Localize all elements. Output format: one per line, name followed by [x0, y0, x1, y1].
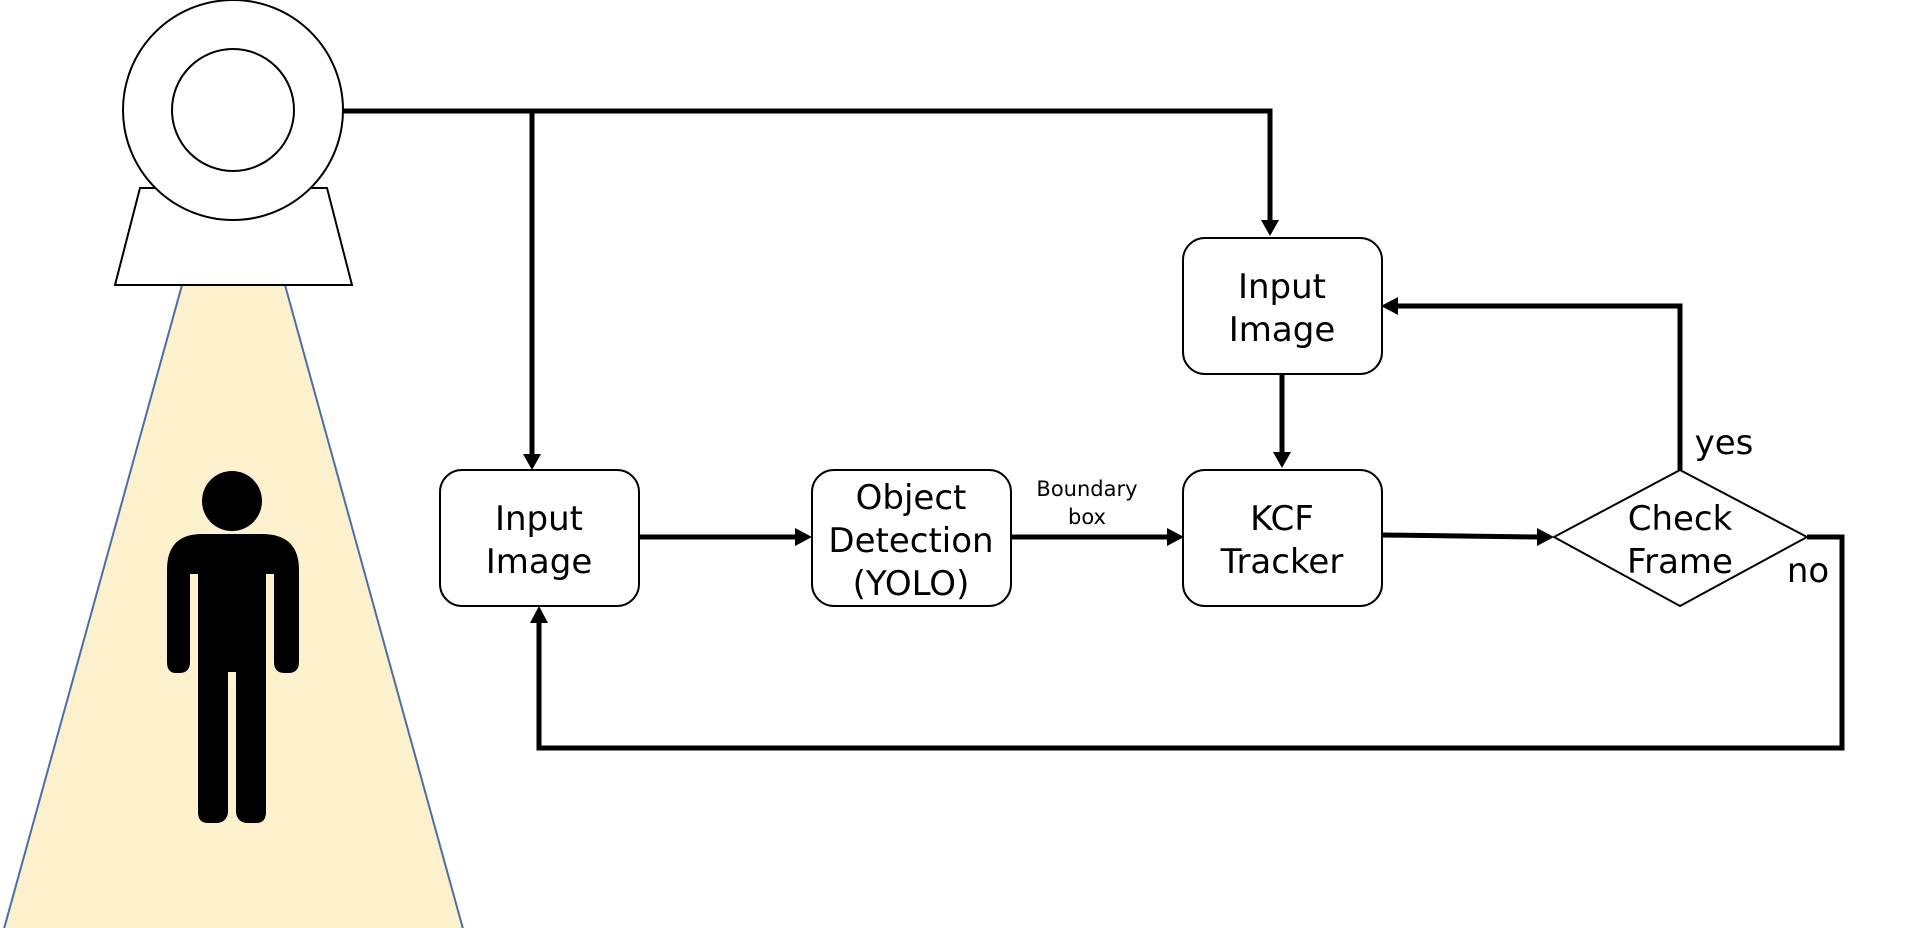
input-image-main-node: Input Image [439, 469, 640, 607]
no-label: no [1787, 551, 1829, 591]
yes-loop-line [1397, 303, 1683, 470]
no-loop-line [536, 534, 1845, 751]
arrowhead-up [530, 606, 548, 623]
node-label: Image [1229, 310, 1335, 350]
kcf-tracker-node: KCF Tracker [1182, 469, 1383, 607]
node-label: Input [1238, 267, 1326, 307]
arrowhead-down [523, 454, 541, 470]
yes-label: yes [1695, 423, 1754, 463]
connectors [343, 108, 1845, 751]
node-label: KCF [1250, 499, 1314, 539]
check-frame-decision: Check Frame [1551, 468, 1810, 608]
node-label: (YOLO) [853, 564, 970, 604]
node-label: Image [486, 542, 592, 582]
input-image-top-node: Input Image [1182, 237, 1383, 375]
arrowhead-right [795, 528, 812, 546]
kcf-to-check-line [1382, 532, 1539, 540]
boundary-box-label: Boundary [1036, 477, 1137, 501]
camera-feed-line [343, 108, 1273, 222]
arrowhead-down [1273, 452, 1291, 468]
arrowheads [523, 220, 1554, 623]
node-label: Object [856, 478, 967, 518]
boundary-box-label: box [1068, 505, 1106, 529]
arrowhead-left [1381, 297, 1398, 315]
arrowhead-right [1537, 528, 1554, 546]
node-label: Input [495, 499, 583, 539]
object-detection-node: Object Detection (YOLO) [811, 469, 1012, 607]
node-label: Check [1628, 499, 1733, 539]
camera-lens [171, 48, 295, 172]
node-label: Frame [1627, 542, 1733, 582]
person-icon [167, 471, 299, 823]
node-label: Tracker [1220, 542, 1344, 582]
node-label: Detection [828, 521, 993, 561]
arrowhead-down [1261, 220, 1279, 236]
arrowhead-right [1167, 528, 1184, 546]
